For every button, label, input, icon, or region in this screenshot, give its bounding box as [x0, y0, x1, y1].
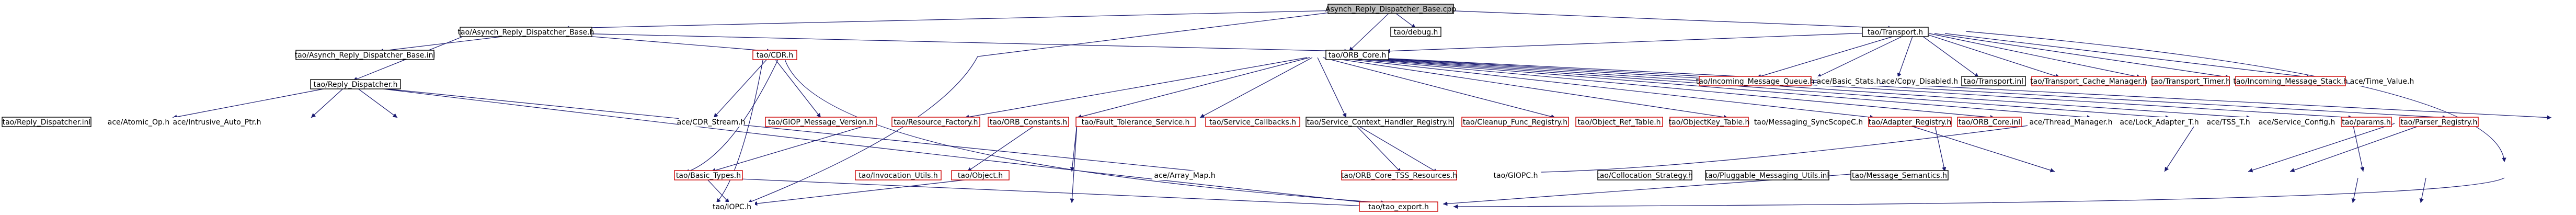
- svg-text:tao/Pluggable_Messaging_Utils.: tao/Pluggable_Messaging_Utils.inl: [1705, 172, 1829, 180]
- svg-text:tao/tao_export.h: tao/tao_export.h: [1368, 203, 1429, 211]
- svg-text:tao/Collocation_Strategy.h: tao/Collocation_Strategy.h: [1597, 172, 1692, 180]
- graph-node-message-semantics-h[interactable]: tao/Message_Semantics.h: [1850, 170, 1949, 180]
- svg-text:tao/Fault_Tolerance_Service.h: tao/Fault_Tolerance_Service.h: [1082, 118, 1190, 127]
- svg-text:tao/Messaging_SyncScopeC.h: tao/Messaging_SyncScopeC.h: [1754, 118, 1863, 127]
- graph-node-asynch-reply-dispatcher-base-inl[interactable]: tao/Asynch_Reply_Dispatcher_Base.inl: [295, 50, 436, 60]
- svg-text:tao/Transport.inl: tao/Transport.inl: [1964, 77, 2023, 86]
- graph-node-thread-manager-h[interactable]: ace/Thread_Manager.h: [2028, 117, 2114, 127]
- graph-node-lock-adapter-t-h[interactable]: ace/Lock_Adapter_T.h: [2120, 117, 2199, 127]
- graph-node-resource-factory-h[interactable]: tao/Resource_Factory.h: [891, 117, 980, 127]
- svg-text:ace/Lock_Adapter_T.h: ace/Lock_Adapter_T.h: [2120, 118, 2199, 127]
- svg-text:Asynch_Reply_Dispatcher_Base.c: Asynch_Reply_Dispatcher_Base.cpp: [1325, 5, 1456, 14]
- svg-text:tao/Transport_Cache_Manager.h: tao/Transport_Cache_Manager.h: [2030, 77, 2147, 86]
- svg-text:tao/Basic_Types.h: tao/Basic_Types.h: [676, 172, 741, 180]
- graph-node-fault-tolerance-service-h[interactable]: tao/Fault_Tolerance_Service.h: [1075, 117, 1196, 127]
- graph-node-root[interactable]: Asynch_Reply_Dispatcher_Base.cpp: [1325, 4, 1456, 14]
- graph-node-intrusive-auto-ptr-h[interactable]: ace/Intrusive_Auto_Ptr.h: [173, 117, 261, 127]
- graph-node-copy-disabled-h[interactable]: ace/Copy_Disabled.h: [1882, 76, 1958, 86]
- graph-node-tss-t-h[interactable]: ace/TSS_T.h: [2203, 117, 2253, 127]
- svg-text:tao/ORB_Core.inl: tao/ORB_Core.inl: [1959, 118, 2020, 127]
- svg-text:tao/Object.h: tao/Object.h: [958, 172, 1003, 180]
- graph-node-basic-types-h[interactable]: tao/Basic_Types.h: [674, 170, 743, 180]
- svg-text:tao/debug.h: tao/debug.h: [1394, 28, 1438, 37]
- svg-text:ace/TSS_T.h: ace/TSS_T.h: [2206, 118, 2250, 127]
- graph-node-service-context-handler-registry-h[interactable]: tao/Service_Context_Handler_Registry.h: [1306, 117, 1454, 127]
- graph-node-cdr-stream-h[interactable]: ace/CDR_Stream.h: [677, 117, 746, 127]
- graph-node-atomic-op-h[interactable]: ace/Atomic_Op.h: [108, 117, 169, 127]
- graph-node-debug-h[interactable]: tao/debug.h: [1390, 27, 1441, 37]
- graph-node-transport-h[interactable]: tao/Transport.h: [1862, 27, 1929, 37]
- graph-node-orb-core-inl[interactable]: tao/ORB_Core.inl: [1957, 117, 2022, 127]
- graph-node-object-ref-table-h[interactable]: tao/Object_Ref_Table.h: [1575, 117, 1663, 127]
- graph-node-cdr-h[interactable]: tao/CDR.h: [752, 50, 797, 60]
- svg-text:tao/Asynch_Reply_Dispatcher_Ba: tao/Asynch_Reply_Dispatcher_Base.h: [458, 28, 594, 37]
- graph-node-parser-registry-h[interactable]: tao/Parser_Registry.h: [2399, 117, 2479, 127]
- graph-node-transport-cache-manager-h[interactable]: tao/Transport_Cache_Manager.h: [2030, 76, 2147, 86]
- graph-node-service-callbacks-h[interactable]: tao/Service_Callbacks.h: [1205, 117, 1300, 127]
- graph-node-reply-dispatcher-h[interactable]: tao/Reply_Dispatcher.h: [310, 79, 401, 89]
- svg-text:tao/Incoming_Message_Stack.h: tao/Incoming_Message_Stack.h: [2233, 77, 2348, 86]
- graph-node-incoming-message-stack-h[interactable]: tao/Incoming_Message_Stack.h: [2233, 76, 2348, 86]
- svg-text:tao/Adapter_Registry.h: tao/Adapter_Registry.h: [1869, 118, 1952, 127]
- graph-node-messaging-syncscopec-h[interactable]: tao/Messaging_SyncScopeC.h: [1754, 117, 1863, 127]
- svg-text:tao/Reply_Dispatcher.h: tao/Reply_Dispatcher.h: [313, 81, 397, 89]
- graph-node-giop-message-version-h[interactable]: tao/GIOP_Message_Version.h: [765, 117, 877, 127]
- graph-node-tao-export-h[interactable]: tao/tao_export.h: [1359, 201, 1438, 212]
- graph-node-basic-stats-h[interactable]: ace/Basic_Stats.h: [1817, 76, 1881, 86]
- graph-node-giopc-h[interactable]: tao/GIOPC.h: [1490, 171, 1541, 180]
- svg-text:ace/CDR_Stream.h: ace/CDR_Stream.h: [677, 118, 746, 127]
- svg-text:tao/ORB_Core.h: tao/ORB_Core.h: [1329, 51, 1386, 60]
- graph-node-adapter-registry-h[interactable]: tao/Adapter_Registry.h: [1868, 117, 1952, 127]
- svg-text:tao/GIOPC.h: tao/GIOPC.h: [1494, 172, 1538, 180]
- graph-node-orb-core-tss-resources-h[interactable]: tao/ORB_Core_TSS_Resources.h: [1341, 170, 1457, 180]
- graph-node-orb-core-h[interactable]: tao/ORB_Core.h: [1325, 50, 1389, 60]
- svg-text:tao/Asynch_Reply_Dispatcher_Ba: tao/Asynch_Reply_Dispatcher_Base.inl: [295, 51, 436, 60]
- svg-text:tao/Service_Callbacks.h: tao/Service_Callbacks.h: [1209, 118, 1296, 127]
- svg-text:tao/Invocation_Utils.h: tao/Invocation_Utils.h: [858, 172, 937, 180]
- svg-text:tao/GIOP_Message_Version.h: tao/GIOP_Message_Version.h: [768, 118, 874, 127]
- graph-node-cleanup-func-registry-h[interactable]: tao/Cleanup_Func_Registry.h: [1461, 117, 1569, 127]
- svg-text:tao/Parser_Registry.h: tao/Parser_Registry.h: [2401, 118, 2478, 127]
- svg-text:tao/Service_Context_Handler_Re: tao/Service_Context_Handler_Registry.h: [1307, 118, 1453, 127]
- svg-text:tao/ORB_Core_TSS_Resources.h: tao/ORB_Core_TSS_Resources.h: [1341, 172, 1457, 180]
- graph-node-time-value-h[interactable]: ace/Time_Value.h: [2350, 76, 2414, 86]
- svg-text:tao/Incoming_Message_Queue.h: tao/Incoming_Message_Queue.h: [1696, 77, 1815, 86]
- svg-text:ace/Time_Value.h: ace/Time_Value.h: [2350, 77, 2414, 86]
- graph-node-array-map-h[interactable]: ace/Array_Map.h: [1152, 171, 1217, 180]
- graph-node-params-h[interactable]: tao/params.h: [2341, 117, 2392, 127]
- svg-text:ace/Basic_Stats.h: ace/Basic_Stats.h: [1817, 77, 1881, 86]
- graph-node-transport-inl[interactable]: tao/Transport.inl: [1961, 76, 2026, 86]
- graph-node-reply-dispatcher-inl[interactable]: tao/Reply_Dispatcher.inl: [2, 117, 91, 127]
- svg-text:ace/Array_Map.h: ace/Array_Map.h: [1154, 172, 1215, 180]
- svg-text:tao/Message_Semantics.h: tao/Message_Semantics.h: [1852, 172, 1947, 180]
- svg-text:tao/Resource_Factory.h: tao/Resource_Factory.h: [894, 118, 978, 127]
- svg-text:tao/params.h: tao/params.h: [2342, 118, 2390, 127]
- graph-node-pluggable-messaging-utils-inl[interactable]: tao/Pluggable_Messaging_Utils.inl: [1705, 170, 1829, 180]
- svg-text:ace/Intrusive_Auto_Ptr.h: ace/Intrusive_Auto_Ptr.h: [173, 118, 261, 127]
- svg-text:tao/ObjectKey_Table.h: tao/ObjectKey_Table.h: [1669, 118, 1750, 127]
- graph-node-object-h[interactable]: tao/Object.h: [951, 170, 1010, 180]
- svg-text:tao/Transport.h: tao/Transport.h: [1868, 28, 1923, 37]
- graph-node-objectkey-table-h[interactable]: tao/ObjectKey_Table.h: [1669, 117, 1750, 127]
- svg-text:tao/ORB_Constants.h: tao/ORB_Constants.h: [990, 118, 1067, 127]
- graph-node-orb-constants-h[interactable]: tao/ORB_Constants.h: [988, 117, 1069, 127]
- graph-node-service-config-h[interactable]: ace/Service_Config.h: [2258, 117, 2336, 127]
- graph-node-incoming-message-queue-h[interactable]: tao/Incoming_Message_Queue.h: [1696, 76, 1815, 86]
- svg-text:tao/Cleanup_Func_Registry.h: tao/Cleanup_Func_Registry.h: [1463, 118, 1567, 127]
- svg-text:tao/Transport_Timer.h: tao/Transport_Timer.h: [2151, 77, 2230, 86]
- graph-node-invocation-utils-h[interactable]: tao/Invocation_Utils.h: [855, 170, 942, 180]
- graph-node-iopc-h[interactable]: tao/IOPC.h: [709, 202, 755, 211]
- svg-text:ace/Service_Config.h: ace/Service_Config.h: [2259, 118, 2335, 127]
- svg-text:ace/Copy_Disabled.h: ace/Copy_Disabled.h: [1882, 77, 1958, 86]
- svg-text:tao/Reply_Dispatcher.inl: tao/Reply_Dispatcher.inl: [3, 118, 91, 127]
- svg-text:ace/Thread_Manager.h: ace/Thread_Manager.h: [2030, 118, 2113, 127]
- graph-node-collocation-strategy-h[interactable]: tao/Collocation_Strategy.h: [1597, 170, 1693, 180]
- svg-text:tao/CDR.h: tao/CDR.h: [757, 51, 793, 60]
- svg-text:ace/Atomic_Op.h: ace/Atomic_Op.h: [108, 118, 169, 127]
- svg-text:tao/IOPC.h: tao/IOPC.h: [713, 203, 751, 211]
- svg-text:tao/Object_Ref_Table.h: tao/Object_Ref_Table.h: [1577, 118, 1661, 127]
- graph-node-transport-timer-h[interactable]: tao/Transport_Timer.h: [2151, 76, 2230, 86]
- graph-node-asynch-reply-dispatcher-base-h[interactable]: tao/Asynch_Reply_Dispatcher_Base.h: [458, 27, 594, 37]
